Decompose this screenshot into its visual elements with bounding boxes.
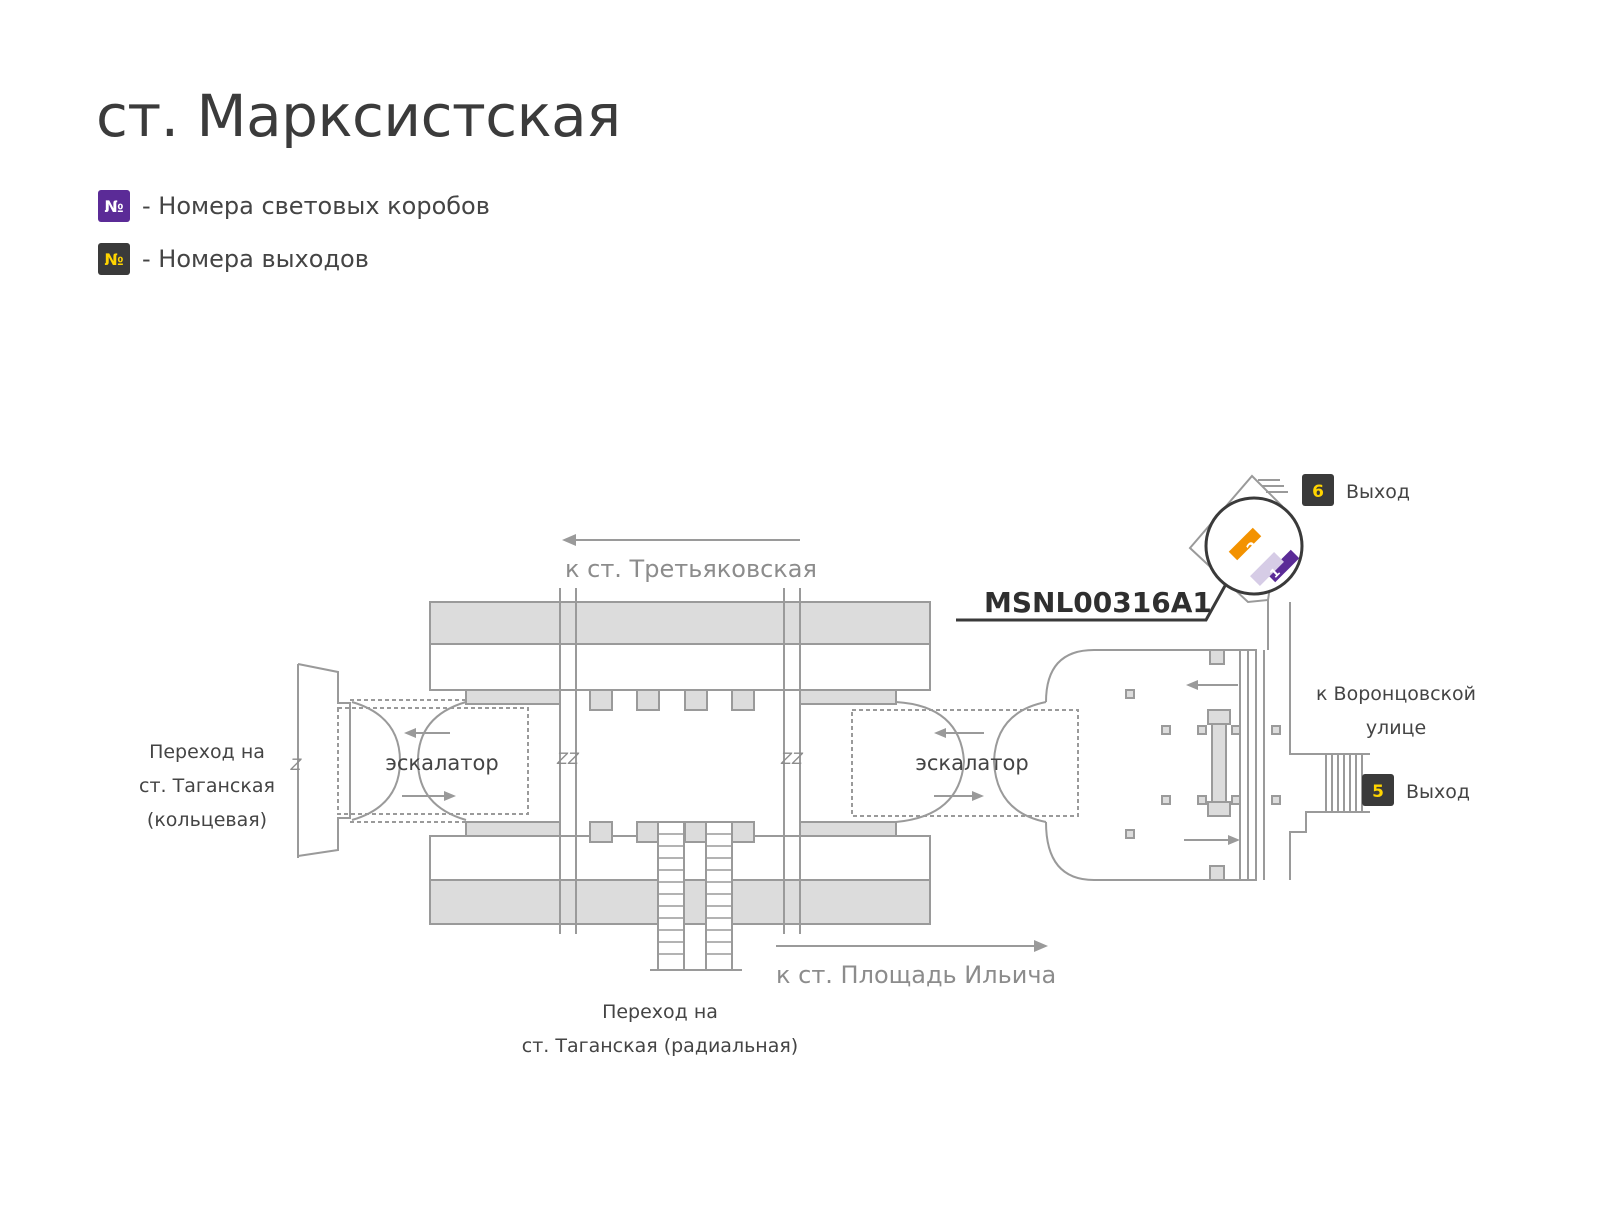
transfer-radial-line1: Переход на: [602, 1001, 718, 1023]
lightbox-number-icon: №: [98, 190, 130, 222]
transfer-ring-line1: Переход на: [149, 741, 265, 763]
transfer-ring-line2: ст. Таганская: [139, 775, 275, 797]
legend-exit: № - Номера выходов: [98, 243, 369, 275]
escalator-right: [851, 701, 1079, 823]
page-title: ст. Марксистская: [96, 82, 621, 150]
break-mark-center-left: ZZ: [556, 749, 580, 768]
lightbox-magnifier: [1204, 496, 1304, 596]
exit-number-icon: №: [98, 243, 130, 275]
radial-stair-treads: [658, 833, 732, 955]
transfer-ring-line3: (кольцевая): [147, 809, 267, 831]
escalator-left-label: эскалатор: [385, 751, 498, 775]
to-street-line2: улице: [1366, 717, 1426, 739]
exit-5-number: 5: [1372, 782, 1384, 802]
escalator-left: [297, 663, 529, 858]
concourse-hall: [1045, 649, 1281, 881]
exit-6-label: Выход: [1346, 481, 1410, 503]
exit-5-label: Выход: [1406, 781, 1470, 803]
exit-5-marker: 5: [1362, 774, 1394, 806]
exit-6-number: 6: [1312, 482, 1324, 502]
legend-lightbox: № - Номера световых коробов: [98, 190, 490, 222]
direction-arrow-north: [562, 534, 800, 546]
transfer-radial-line2: ст. Таганская (радиальная): [522, 1035, 798, 1057]
exit-6-marker: 6: [1302, 474, 1334, 506]
legend-lightbox-text: - Номера световых коробов: [142, 192, 490, 220]
direction-north-label: к ст. Третьяковская: [565, 555, 817, 583]
break-mark-left: Z: [290, 755, 303, 774]
ad-pointer-line: [956, 583, 1228, 622]
legend-exit-text: - Номера выходов: [142, 245, 369, 273]
direction-arrow-south: [776, 940, 1048, 952]
to-street-line1: к Воронцовской: [1316, 683, 1476, 705]
direction-south-label: к ст. Площадь Ильича: [776, 961, 1056, 989]
escalator-right-label: эскалатор: [915, 751, 1028, 775]
ad-code-label: MSNL00316A1: [984, 586, 1212, 619]
break-mark-center-right: ZZ: [780, 749, 804, 768]
